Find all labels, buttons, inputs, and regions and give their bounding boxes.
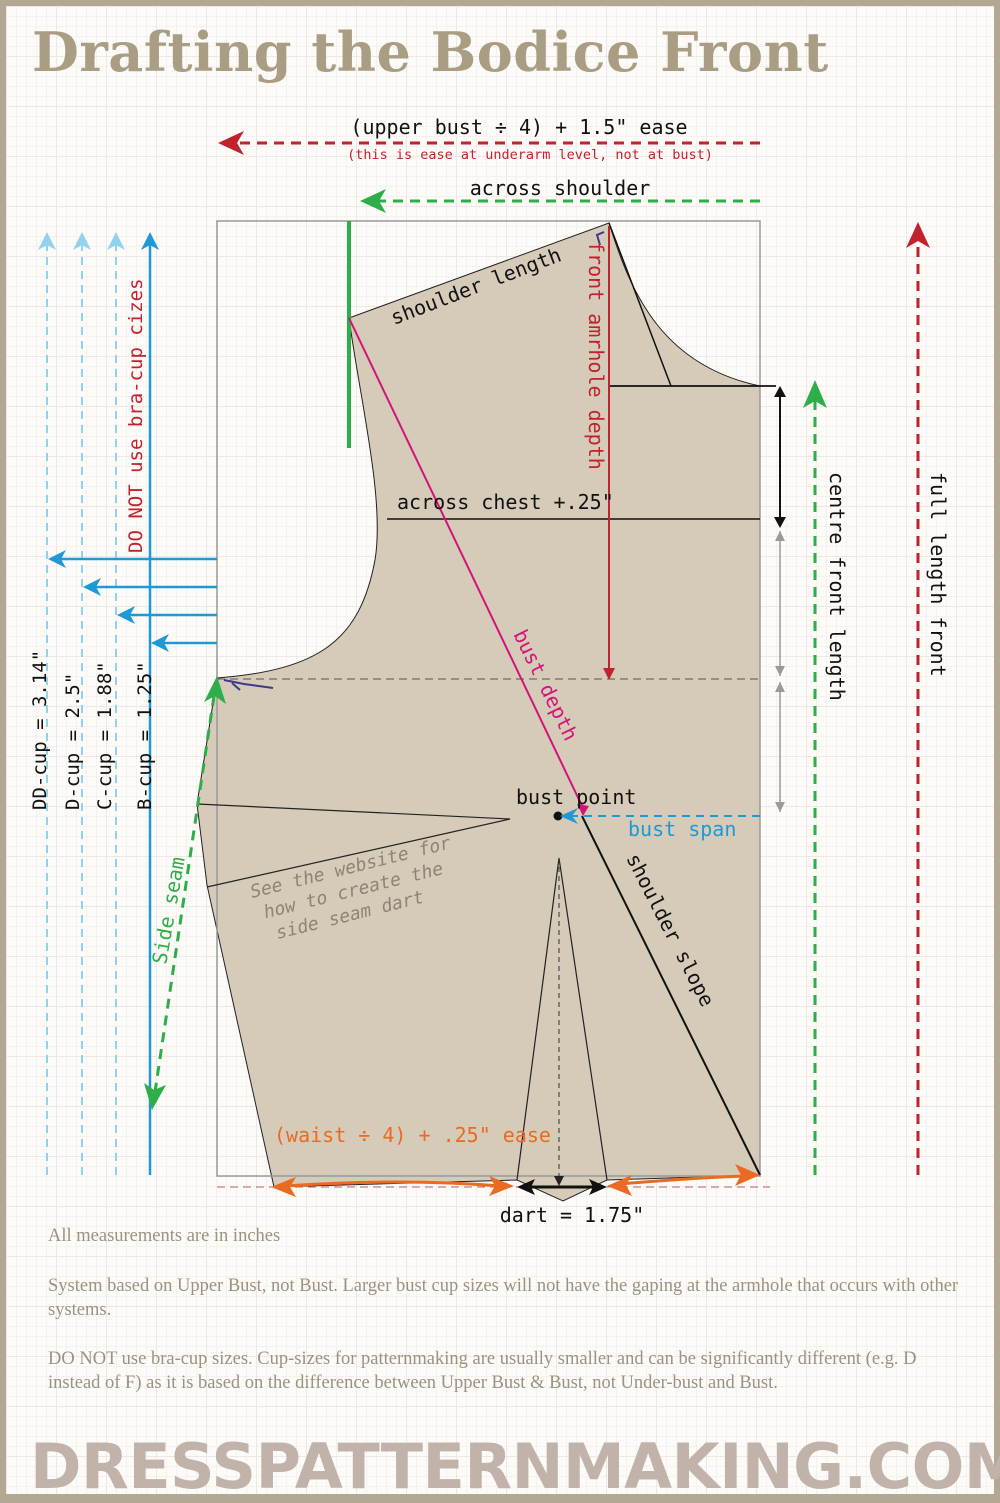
bodice-front-shape xyxy=(196,222,761,1202)
bust-span-label: bust span xyxy=(628,817,736,841)
cup-guide-c-arrowhead xyxy=(107,232,125,250)
waist-arrow-left-head-b xyxy=(489,1176,514,1196)
front-armhole-depth-label: front amrhole depth xyxy=(584,241,608,470)
waist-dart-centre-arrow xyxy=(554,1176,564,1186)
waist-arrow-right xyxy=(619,1174,746,1186)
page-title: Drafting the Bodice Front xyxy=(32,20,829,84)
waist-arrow-right-head-b xyxy=(735,1164,760,1186)
cup-guide-b-arrowhead xyxy=(141,232,159,250)
across-shoulder-arrowhead xyxy=(360,189,386,213)
chest-measure-top-arrowhead xyxy=(775,531,785,541)
cup-guide-dd-arrowhead xyxy=(38,232,56,250)
shoulder-slope-line xyxy=(581,815,761,1176)
shoulder-corner-mark xyxy=(595,231,605,246)
underarm-tick xyxy=(231,682,241,691)
centre-front-length-label: centre front length xyxy=(825,472,849,701)
side-seam-bottom-arrowhead xyxy=(144,1083,166,1110)
bust-depth-line xyxy=(348,317,584,809)
cup-arrow-c-head xyxy=(117,606,135,624)
dart-width-right-head xyxy=(589,1179,607,1195)
underarm-measure-bottom-arrowhead xyxy=(775,802,785,812)
waist-arrow-left-head-a xyxy=(271,1177,296,1197)
side-seam-dart xyxy=(196,803,511,888)
dart-width-left-head xyxy=(517,1179,535,1195)
upper-bust-label: (upper bust ÷ 4) + 1.5" ease xyxy=(350,115,687,139)
bodice-draft-diagram: (upper bust ÷ 4) + 1.5" ease (this is ea… xyxy=(29,115,950,1227)
note-cup-sizes: DO NOT use bra-cup sizes. Cup-sizes for … xyxy=(48,1349,917,1393)
cup-guide-d-arrowhead xyxy=(73,232,91,250)
side-seam-label: Side seam xyxy=(147,855,189,966)
background-frame: Drafting the Bodice Front xyxy=(6,6,1000,1503)
side-seam-top-arrowhead xyxy=(204,676,226,704)
centre-front-length-arrowhead xyxy=(803,380,827,408)
shoulder-slope-line-upper xyxy=(608,222,672,387)
waist-arrow-right-head-a xyxy=(607,1175,632,1196)
upper-bust-arrowhead xyxy=(218,131,244,155)
waist-label: (waist ÷ 4) + .25" ease xyxy=(274,1123,551,1147)
armhole-measure-top-arrowhead xyxy=(774,386,786,397)
do-not-use-label: DO NOT use bra-cup cizes xyxy=(125,278,147,553)
full-length-front-label: full length front xyxy=(926,472,950,677)
full-length-front-arrowhead xyxy=(906,222,930,248)
underarm-corner-mark xyxy=(223,679,274,689)
cup-arrow-b-head xyxy=(151,634,169,652)
across-chest-label: across chest +.25" xyxy=(397,490,614,514)
bust-point-label: bust point xyxy=(516,785,636,809)
cup-label-b: B-cup = 1.25" xyxy=(134,661,156,810)
upper-bust-note: (this is ease at underarm level, not at … xyxy=(347,147,713,163)
bust-span-arrowhead xyxy=(560,808,578,824)
across-shoulder-label: across shoulder xyxy=(470,176,651,200)
chest-measure-bottom-arrowhead xyxy=(775,666,785,676)
bust-point-dot xyxy=(553,811,563,821)
waist-arrow-left xyxy=(284,1180,501,1188)
front-armhole-depth-arrowhead xyxy=(603,668,615,680)
bust-depth-arrowhead xyxy=(577,804,589,816)
armhole-measure-bottom-arrowhead xyxy=(774,517,786,528)
cup-arrow-dd-head xyxy=(48,550,66,568)
note-measurements: All measurements are in inches xyxy=(48,1226,281,1246)
underarm-measure-top-arrowhead xyxy=(775,682,785,692)
dart-label: dart = 1.75" xyxy=(500,1203,645,1227)
base-rectangle xyxy=(216,220,761,1177)
cup-arrow-d-head xyxy=(83,578,101,596)
cup-label-c: C-cup = 1.88" xyxy=(94,661,116,810)
cup-label-dd: DD-cup = 3.14" xyxy=(29,650,51,810)
note-system: System based on Upper Bust, not Bust. La… xyxy=(48,1276,959,1320)
brand-footer: DRESSPATTERNMAKING.COM xyxy=(30,1430,1000,1503)
cup-label-d: D-cup = 2.5" xyxy=(62,673,84,810)
